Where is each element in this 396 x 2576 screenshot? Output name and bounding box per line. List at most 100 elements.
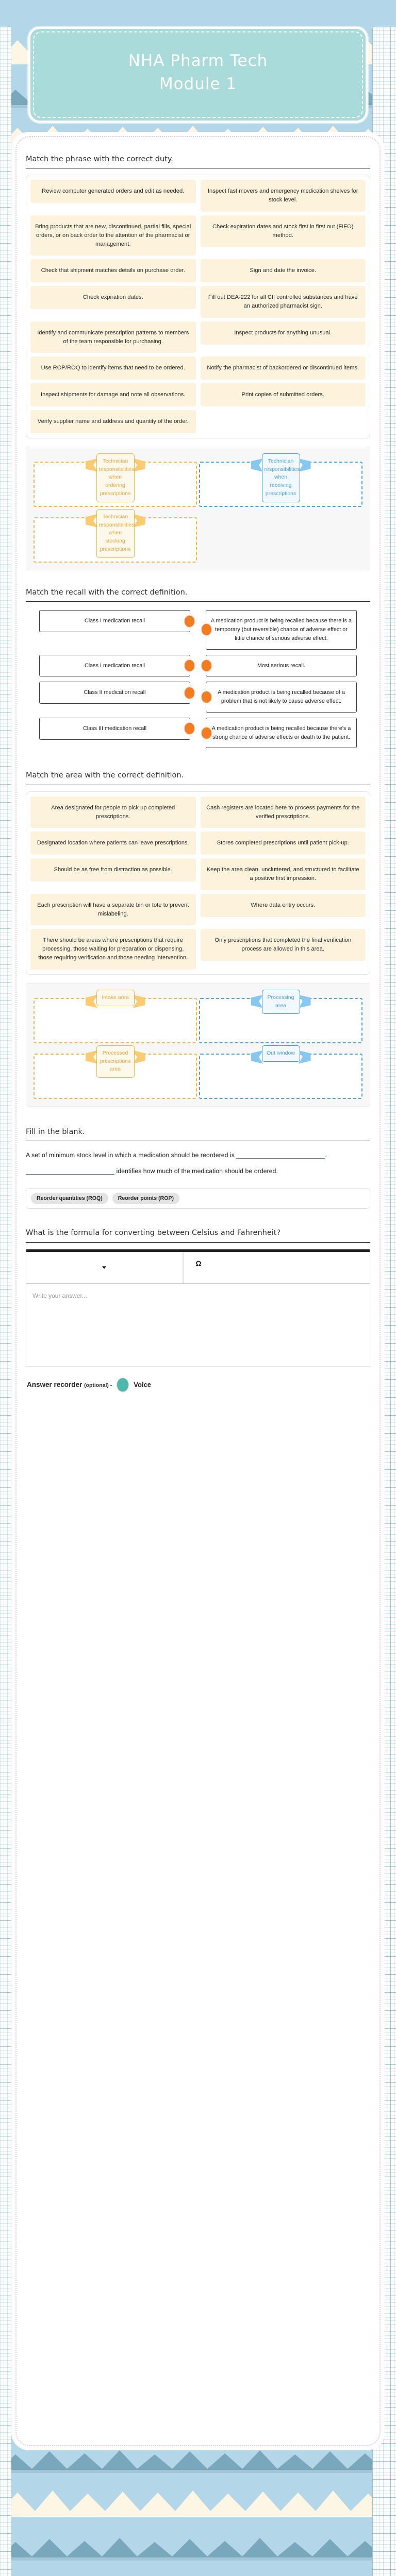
duty-bins-panel: Technician responsibilities when orderin… [26, 446, 370, 570]
duty-tile[interactable]: Notify the pharmacist of backordered or … [200, 357, 366, 380]
area-bins-panel: Intake area Processing area Processed pr… [26, 982, 370, 1107]
toolbar-spacer [214, 1252, 370, 1283]
recall-term-label: Class I medication recall [84, 662, 145, 669]
duty-tile[interactable]: Inspect shipments for damage and note al… [30, 383, 196, 406]
answer-recorder-label: Answer recorder (optional) - [27, 1381, 112, 1388]
fib-blank-input-2[interactable] [26, 1166, 114, 1175]
voice-label: Voice [134, 1381, 152, 1389]
section-duty-match: Match the phrase with the correct duty. … [22, 155, 374, 570]
area-match-prompt: Match the area with the correct definiti… [26, 771, 184, 780]
fib-text-part-1: A set of minimum stock level in which a … [26, 1151, 235, 1159]
duty-tile[interactable]: Inspect fast movers and emergency medica… [200, 180, 366, 212]
special-character-button[interactable]: Ω [183, 1251, 214, 1283]
recall-connector-dot[interactable] [185, 687, 194, 699]
recall-term-box[interactable]: Class I medication recall [39, 610, 194, 633]
duty-tile[interactable]: Fill out DEA-222 for all CII controlled … [200, 286, 366, 318]
area-tile[interactable]: Stores completed prescriptions until pat… [200, 832, 366, 855]
duty-bin-receiving[interactable]: Technician responsibilities when receivi… [199, 453, 362, 507]
duty-bin-empty-dropzone [199, 517, 362, 563]
area-bin-label: Out window [261, 1045, 300, 1062]
area-tile[interactable]: Keep the area clean, uncluttered, and st… [200, 858, 366, 890]
duty-bin-label: Technician responsibilities when stockin… [96, 509, 135, 558]
recall-definition-label: A medication product is being recalled b… [210, 618, 352, 641]
recall-term-label: Class III medication recall [82, 725, 146, 732]
duty-bin-label: Technician responsibilities when receivi… [261, 453, 300, 502]
recall-connector-dot[interactable] [185, 723, 194, 735]
module-title-line-2: Module 1 [159, 74, 237, 93]
area-bin-intake[interactable]: Intake area [34, 989, 197, 1043]
area-tile[interactable]: Only prescriptions that completed the fi… [200, 929, 366, 961]
rich-text-editor: Ω Write your answer... [26, 1248, 370, 1367]
word-bank-chip-rop[interactable]: Reorder points (ROP) [112, 1193, 180, 1205]
area-tile[interactable]: Cash registers are located here to proce… [200, 796, 366, 828]
area-bin-processed[interactable]: Processed prescriptions area [34, 1045, 197, 1099]
recall-connector-dot[interactable] [185, 615, 194, 627]
fill-in-blank-sentence: A set of minimum stock level in which a … [26, 1147, 370, 1179]
duty-match-panel: Review computer generated orders and edi… [26, 175, 370, 438]
fib-blank-input-1[interactable] [236, 1150, 325, 1159]
recall-connector-dot[interactable] [202, 659, 211, 671]
duty-tile[interactable]: Bring products that are new, discontinue… [30, 215, 196, 256]
recall-match-grid: Class I medication recall A medication p… [26, 608, 370, 750]
recall-match-divider [26, 601, 370, 602]
recall-connector-dot[interactable] [202, 691, 211, 703]
area-tile[interactable]: Should be as free from distraction as po… [30, 858, 196, 882]
recall-definition-box[interactable]: A medication product is being recalled b… [202, 610, 357, 650]
duty-bin-stocking[interactable]: Technician responsibilities when stockin… [34, 509, 197, 563]
duty-tile[interactable]: Inspect products for anything unusual. [200, 321, 366, 345]
recall-term-label: Class II medication recall [84, 689, 146, 696]
area-bin-ribbon: Out window [251, 1045, 311, 1064]
answer-textarea[interactable]: Write your answer... [32, 1292, 87, 1299]
duty-tile[interactable]: Review computer generated orders and edi… [30, 180, 196, 204]
worksheet-sheet: Match the phrase with the correct duty. … [11, 131, 385, 2450]
fib-text-part-2: . [325, 1151, 327, 1159]
recall-connector-dot[interactable] [202, 624, 211, 636]
section-free-response: What is the formula for converting betwe… [22, 1228, 374, 1367]
duty-match-prompt: Match the phrase with the correct duty. [26, 155, 173, 163]
duty-tile[interactable]: Sign and date the invoice. [200, 259, 366, 283]
area-tile[interactable]: Area designated for people to pick up co… [30, 796, 196, 828]
duty-tile[interactable]: Print copies of submitted orders. [200, 383, 366, 406]
recall-connector-dot[interactable] [202, 727, 211, 739]
area-bin-ribbon: Processed prescriptions area [85, 1045, 145, 1078]
duty-tile[interactable]: Use ROP/ROQ to identify items that need … [30, 357, 196, 380]
area-tile[interactable]: There should be areas where prescription… [30, 929, 196, 970]
chevron-down-icon [102, 1266, 107, 1269]
duty-tile[interactable]: Check expiration dates and stock first i… [200, 215, 366, 247]
duty-tile[interactable]: Identify and communicate prescription pa… [30, 321, 196, 353]
duty-bin-empty-slot [199, 509, 362, 563]
area-bin-out-window[interactable]: Out window [199, 1045, 362, 1099]
answer-recorder-title: Answer recorder [27, 1381, 82, 1389]
font-select-dropdown[interactable] [26, 1251, 183, 1283]
free-response-divider [26, 1242, 370, 1243]
area-bin-ribbon: Intake area [85, 989, 145, 1008]
recall-term-label: Class I medication recall [84, 618, 145, 624]
section-area-match: Match the area with the correct definiti… [22, 771, 374, 1107]
recall-term-box[interactable]: Class I medication recall [39, 654, 194, 677]
fib-text-part-3: identifies how much of the medication sh… [116, 1167, 278, 1175]
area-match-grid: Area designated for people to pick up co… [30, 796, 366, 970]
editor-top-bar [26, 1249, 370, 1252]
recall-definition-box[interactable]: Most serious recall. [202, 654, 357, 677]
microphone-record-button[interactable] [117, 1378, 129, 1392]
area-tile[interactable]: Where data entry occurs. [200, 893, 366, 917]
module-title-line-1: NHA Pharm Tech [128, 52, 268, 70]
recall-definition-box[interactable]: A medication product is being recalled b… [202, 682, 357, 713]
recall-term-box[interactable]: Class II medication recall [39, 682, 194, 704]
area-bin-label: Intake area [96, 989, 135, 1006]
left-grid-paper-edge [0, 27, 11, 2576]
recall-connector-dot[interactable] [185, 659, 194, 671]
recall-definition-label: A medication product is being recalled b… [211, 725, 351, 740]
recall-definition-label: Most serious recall. [257, 662, 305, 669]
recall-definition-box[interactable]: A medication product is being recalled b… [202, 717, 357, 749]
duty-tile[interactable]: Check expiration dates. [30, 286, 196, 310]
recall-term-box[interactable]: Class III medication recall [39, 717, 194, 740]
area-bin-processing[interactable]: Processing area [199, 989, 362, 1043]
area-tile[interactable]: Each prescription will have a separate b… [30, 893, 196, 926]
duty-tile[interactable]: Check that shipment matches details on p… [30, 259, 196, 283]
editor-toolbar: Ω [26, 1251, 370, 1284]
word-bank-chip-roq[interactable]: Reorder quantities (ROQ) [31, 1193, 108, 1205]
duty-tile[interactable]: Verify supplier name and address and qua… [30, 410, 196, 433]
area-tile[interactable]: Designated location where patients can l… [30, 832, 196, 855]
duty-bin-ordering[interactable]: Technician responsibilities when orderin… [34, 453, 197, 507]
